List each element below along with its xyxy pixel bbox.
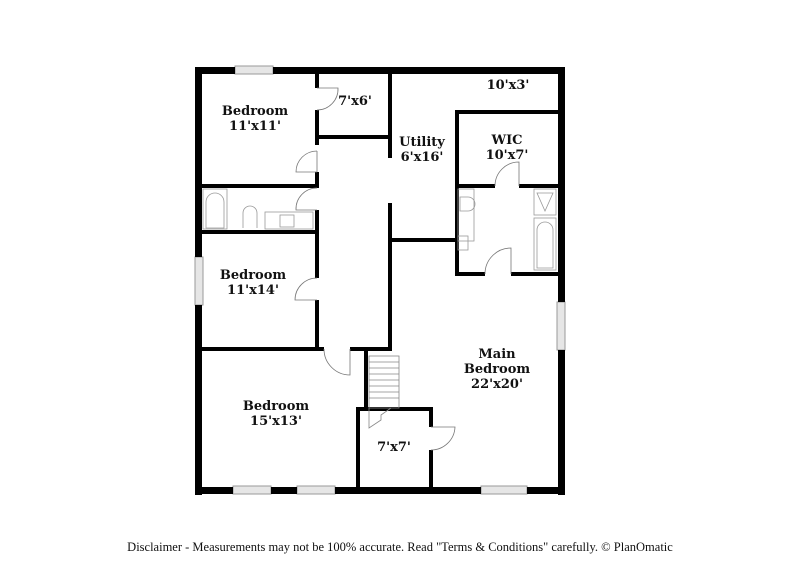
room-label-closet-1: 7'x6'	[338, 94, 372, 109]
room-name: WIC	[491, 133, 523, 148]
room-name: Utility	[399, 135, 445, 150]
room-size: 7'x6'	[338, 94, 372, 109]
room-size: 11'x14'	[227, 283, 279, 298]
room-name: Bedroom	[242, 399, 310, 414]
room-label-storage: 10'x3'	[487, 78, 530, 93]
room-name-line2: Bedroom	[463, 362, 531, 377]
room-size: 15'x13'	[250, 414, 302, 429]
doors	[294, 87, 520, 451]
room-size: 10'x3'	[486, 78, 530, 93]
room-label-main-bedroom: Main Bedroom 22'x20'	[464, 347, 530, 392]
room-size: 7'x7'	[377, 440, 411, 455]
room-size: 11'x11'	[229, 119, 281, 134]
room-name: Bedroom	[219, 268, 287, 283]
room-size: 10'x7'	[485, 148, 529, 163]
room-name-line1: Main	[478, 347, 516, 362]
room-label-bedroom-1: Bedroom 11'x11'	[222, 104, 288, 134]
room-label-utility: Utility 6'x16'	[399, 135, 445, 165]
room-label-wic: WIC 10'x7'	[486, 133, 529, 163]
stairs	[368, 355, 400, 429]
interior-walls	[202, 74, 565, 491]
bath-fixtures	[202, 188, 557, 271]
room-label-bedroom-2: Bedroom 11'x14'	[220, 268, 286, 298]
disclaimer-text: Disclaimer - Measurements may not be 100…	[127, 540, 673, 554]
room-name: Bedroom	[221, 104, 289, 119]
room-size: 22'x20'	[471, 377, 523, 392]
room-label-closet-2: 7'x7'	[377, 440, 411, 455]
room-label-bedroom-3: Bedroom 15'x13'	[243, 399, 309, 429]
room-size: 6'x16'	[400, 150, 444, 165]
